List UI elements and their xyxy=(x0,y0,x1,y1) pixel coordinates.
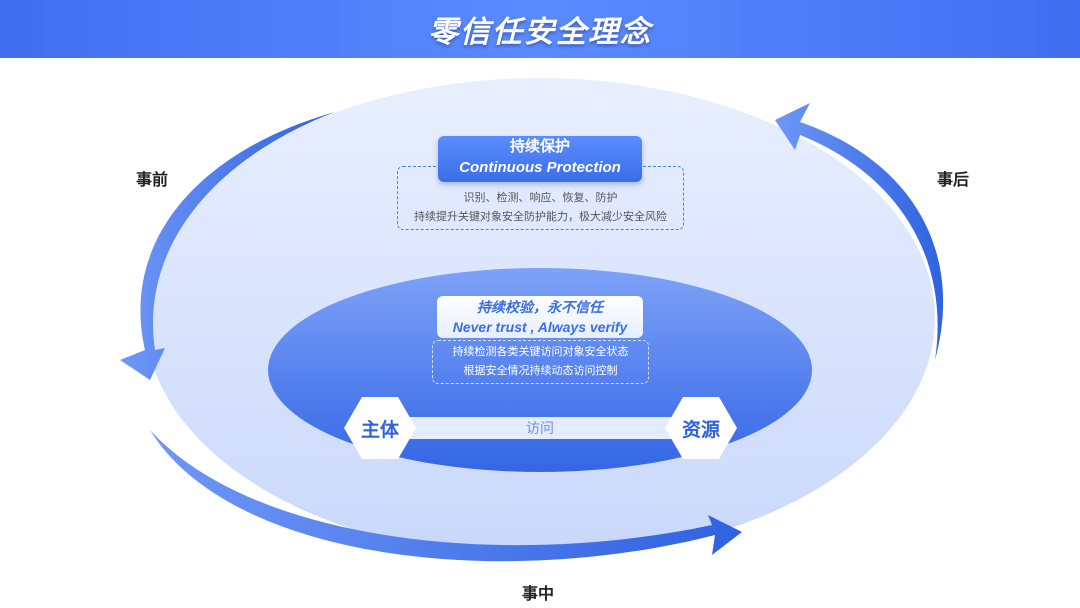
inner-line1: 持续检测各类关键访问对象安全状态 xyxy=(452,346,629,358)
access-bar: 访问 xyxy=(405,417,675,439)
arrow-after xyxy=(775,103,944,360)
inner-title-cn: 持续校验，永不信任 xyxy=(477,299,603,315)
outer-line2: 持续提升关键对象安全防护能力，极大减少安全风险 xyxy=(414,211,667,223)
inner-line2: 根据安全情况持续动态访问控制 xyxy=(463,365,618,377)
arrow-before xyxy=(120,112,335,380)
phase-after: 事后 xyxy=(937,172,970,189)
inner-description-box: 持续检测各类关键访问对象安全状态 根据安全情况持续动态访问控制 xyxy=(432,340,649,384)
phase-during: 事中 xyxy=(522,586,555,603)
outer-title-box: 持续保护 Continuous Protection xyxy=(438,136,642,182)
outer-title-en: Continuous Protection xyxy=(459,159,621,176)
title-banner: 零信任安全理念 xyxy=(0,0,1080,58)
resource-label: 资源 xyxy=(681,419,720,441)
outer-description-box: 识别、检测、响应、恢复、防护 持续提升关键对象安全防护能力，极大减少安全风险 xyxy=(397,166,684,230)
outer-title-cn: 持续保护 xyxy=(509,138,570,155)
subject-label: 主体 xyxy=(360,419,399,441)
outer-line1: 识别、检测、响应、恢复、防护 xyxy=(463,192,618,204)
page-title: 零信任安全理念 xyxy=(428,16,652,49)
arrow-during xyxy=(150,430,742,562)
inner-title-box: 持续校验，永不信任 Never trust , Always verify xyxy=(437,296,643,338)
phase-before: 事前 xyxy=(136,172,169,189)
inner-title-en: Never trust , Always verify xyxy=(452,319,628,335)
access-label: 访问 xyxy=(526,420,554,436)
resource-hexagon: 资源 xyxy=(665,397,737,459)
subject-hexagon: 主体 xyxy=(344,397,416,459)
